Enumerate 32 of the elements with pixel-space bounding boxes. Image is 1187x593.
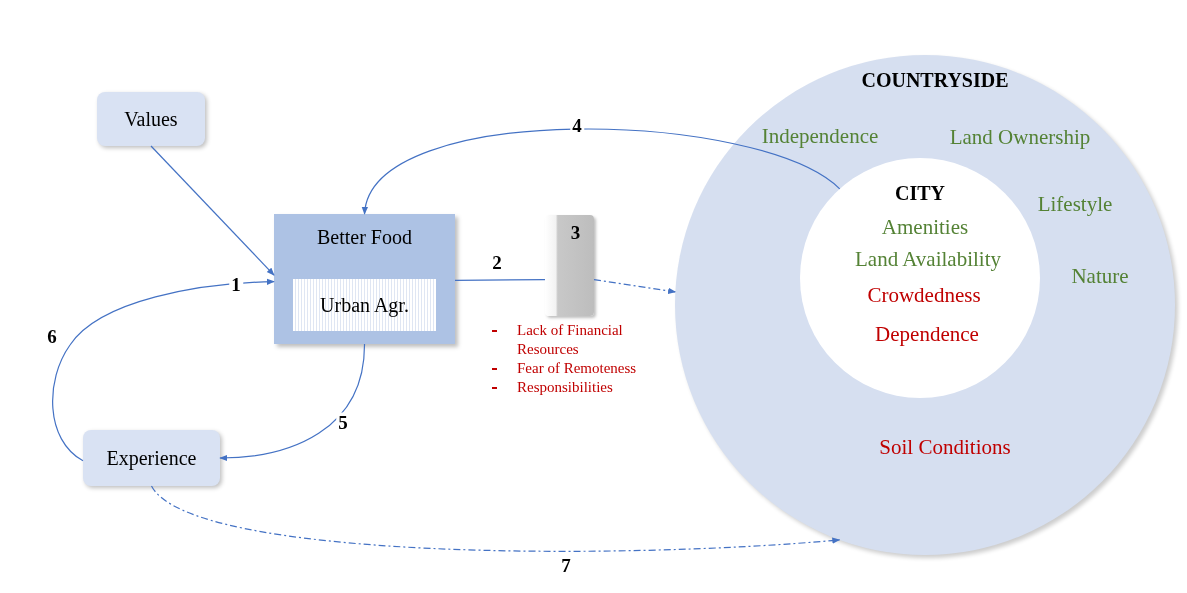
arrow — [150, 145, 275, 276]
factor-text: Land Availability — [855, 246, 1001, 274]
circle-heading: CITY — [895, 181, 945, 206]
barrier-block — [545, 215, 594, 316]
barrier-text: Fear of Remoteness — [517, 359, 638, 378]
concept-box — [83, 430, 220, 486]
arrow — [219, 343, 366, 461]
factor-text: Amenities — [881, 214, 969, 242]
arrow — [52, 278, 275, 462]
arrow — [363, 128, 841, 215]
concept-box — [97, 92, 205, 146]
barrier-number: 3 — [570, 223, 581, 242]
circle-heading: COUNTRYSIDE — [861, 68, 1009, 93]
factor-text: Soil Conditions — [879, 434, 1011, 462]
dashed-arrow — [150, 485, 841, 552]
factor-text: Nature — [1071, 263, 1129, 291]
barrier-text: Responsibilities — [517, 378, 614, 397]
edge-label: 5 — [336, 412, 350, 432]
concept-box — [274, 214, 455, 344]
node-text: Better Food — [317, 225, 412, 250]
inner-box — [293, 279, 436, 331]
factor-text: Independence — [761, 123, 879, 151]
factor-text: Crowdedness — [867, 282, 981, 310]
node-text: Experience — [106, 446, 197, 472]
factor-text: Land Ownership — [949, 124, 1091, 152]
node-text: Values — [124, 107, 178, 132]
node-text: Urban Agr. — [320, 293, 409, 319]
factor-text: Dependence — [875, 321, 979, 349]
factor-text: Lifestyle — [1037, 191, 1113, 219]
dashed-arrow — [593, 279, 677, 294]
barrier-text: Lack of Financial Resources — [517, 321, 624, 359]
edge-number: 6 — [47, 326, 57, 346]
